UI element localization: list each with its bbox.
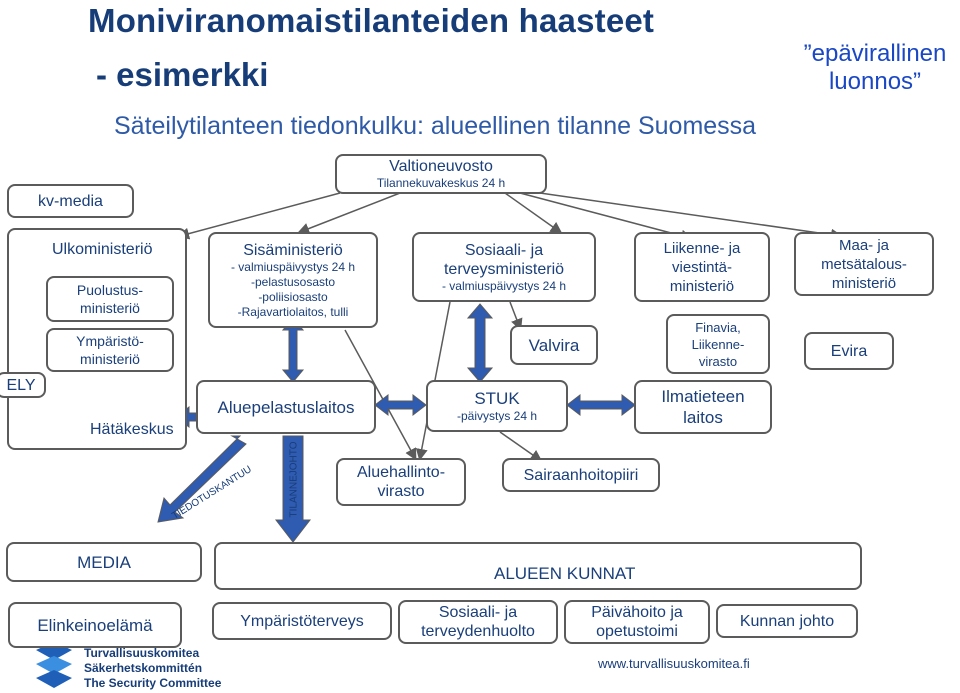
media-label: MEDIA [77, 552, 131, 572]
page-title: Moniviranomaistilanteiden haasteet [88, 2, 655, 39]
vn-line-right3 [539, 192, 843, 241]
kunnan-johto-label: Kunnan johto [739, 612, 835, 630]
puolustusministerio-box: Puolustus-ministeriö [46, 276, 174, 322]
logo-line-1: Turvallisuuskomitea [84, 646, 200, 660]
sote-box: Sosiaali- ja terveydenhuolto [398, 600, 558, 644]
vn-line-right2 [519, 192, 693, 242]
stm-title-1: Sosiaali- ja [464, 241, 544, 259]
sisaministerio-line-4: -Rajavartiolaitos, tulli [237, 304, 349, 319]
sisaministerio-line-2: -pelastusosasto [250, 274, 336, 289]
mmm-label: Maa- ja metsätalous-ministeriö [821, 236, 907, 292]
sisaministerio-line-1: - valmiuspäivystys 24 h [230, 259, 356, 274]
tilannejohto-label: TILANNEJOHTO [288, 441, 300, 518]
puolustusministerio-label: Puolustus-ministeriö [76, 282, 144, 316]
sairaanhoitopiiri-box: Sairaanhoitopiiri [502, 458, 660, 492]
ymparistoterveys-box: Ympäristöterveys [212, 602, 392, 640]
vn-line-mid [297, 192, 401, 235]
hatakeskus-label: Hätäkeskus [90, 421, 174, 438]
stuk-shp-line [499, 431, 543, 462]
finavia-label: Finavia, Liikenne-virasto [691, 319, 745, 369]
valtioneuvosto-box: Valtioneuvosto Tilannekuvakeskus 24 h [335, 154, 547, 194]
vn-line-left [177, 192, 341, 240]
logo-line-2: Säkerhetskommittén [84, 661, 203, 675]
ydinvoimala-label: Ydinvoimala [285, 560, 367, 578]
logo-shape-2 [36, 656, 72, 674]
diagram-subtitle: Säteilytilanteen tiedonkulku: alueelline… [114, 112, 757, 140]
stuk-box: STUK -päivystys 24 h [426, 380, 568, 432]
ymparistoministerio-box: Ympäristö-ministeriö [46, 328, 174, 372]
sisaministerio-title: Sisäministeriö [243, 241, 343, 259]
media-box: MEDIA [6, 542, 202, 582]
kv-media-label: kv-media [38, 192, 103, 210]
alueen-kunnat-label: ALUEEN KUNNAT [494, 564, 636, 583]
logo-text: Turvallisuuskomitea Säkerhetskommittén T… [84, 646, 221, 691]
finavia-box: Finavia, Liikenne-virasto [666, 314, 770, 374]
ulkoministerio-label: Ulkoministeriö [52, 241, 153, 258]
ely-box: ELY [0, 372, 46, 398]
alueen-kunnat-box [214, 542, 862, 590]
draft-note: ”epävirallinen luonnos” [803, 40, 947, 95]
aluepelastuslaitos-label: Aluepelastuslaitos [217, 397, 355, 417]
aluehallintovirasto-box: Aluehallinto-virasto [336, 458, 466, 506]
mmm-box: Maa- ja metsätalous-ministeriö [794, 232, 934, 296]
stm-stuk-arrow [466, 303, 494, 383]
evira-label: Evira [830, 342, 868, 360]
kv-media-box: kv-media [7, 184, 134, 218]
lvm-box: Liikenne- ja viestintä-ministeriö [634, 232, 770, 302]
stm-valvira-line [509, 301, 523, 331]
aluepelastuslaitos-box: Aluepelastuslaitos [196, 380, 376, 434]
paivahoito-label: Päivähoito ja opetustoimi [591, 604, 683, 640]
kunnan-johto-box: Kunnan johto [716, 604, 858, 638]
aluehallintovirasto-label: Aluehallinto-virasto [356, 464, 446, 500]
logo-shape-3 [36, 670, 72, 688]
stm-title-2: terveysministeriö [443, 260, 565, 278]
page-title-line2: - esimerkki [96, 56, 269, 93]
ymparistoterveys-label: Ympäristöterveys [240, 612, 364, 630]
stuk-line: -päivystys 24 h [456, 409, 538, 423]
logo-line-3: The Security Committee [84, 676, 222, 690]
sisaministerio-box: Sisäministeriö - valmiuspäivystys 24 h -… [208, 232, 378, 328]
stuk-ilmatieteen-arrow [566, 393, 636, 417]
sairaanhoitopiiri-label: Sairaanhoitopiiri [523, 466, 639, 484]
vn-line-right [504, 192, 563, 234]
ilmatieteen-laitos-label: Ilmatieteen laitos [661, 387, 745, 427]
elinkeinoelama-label: Elinkeinoelämä [37, 615, 153, 635]
valvira-label: Valvira [528, 335, 580, 355]
ilmatieteen-laitos-box: Ilmatieteen laitos [634, 380, 772, 434]
sm-avi-line [344, 329, 417, 461]
tiedotus-arrow [157, 435, 247, 523]
ely-label: ELY [6, 376, 36, 394]
sote-label: Sosiaali- ja terveydenhuolto [421, 604, 535, 640]
website-link[interactable]: www.turvallisuuskomitea.fi [598, 656, 750, 671]
ymparistoministerio-label: Ympäristö-ministeriö [76, 333, 144, 367]
stm-line: - valmiuspäivystys 24 h [441, 278, 567, 293]
stm-box: Sosiaali- ja terveysministeriö - valmius… [412, 232, 596, 302]
elinkeinoelama-box: Elinkeinoelämä [8, 602, 182, 648]
tilannejohto-arrow [274, 435, 312, 543]
lvm-label: Liikenne- ja viestintä-ministeriö [663, 239, 741, 295]
valvira-box: Valvira [510, 325, 598, 365]
paivahoito-box: Päivähoito ja opetustoimi [564, 600, 710, 644]
valtioneuvosto-label: Valtioneuvosto [389, 158, 493, 175]
evira-box: Evira [804, 332, 894, 370]
sisaministerio-line-3: -poliisiosasto [258, 289, 328, 304]
stuk-title: STUK [474, 389, 520, 408]
tilannekuvakeskus-label: Tilannekuvakeskus 24 h [376, 176, 506, 190]
